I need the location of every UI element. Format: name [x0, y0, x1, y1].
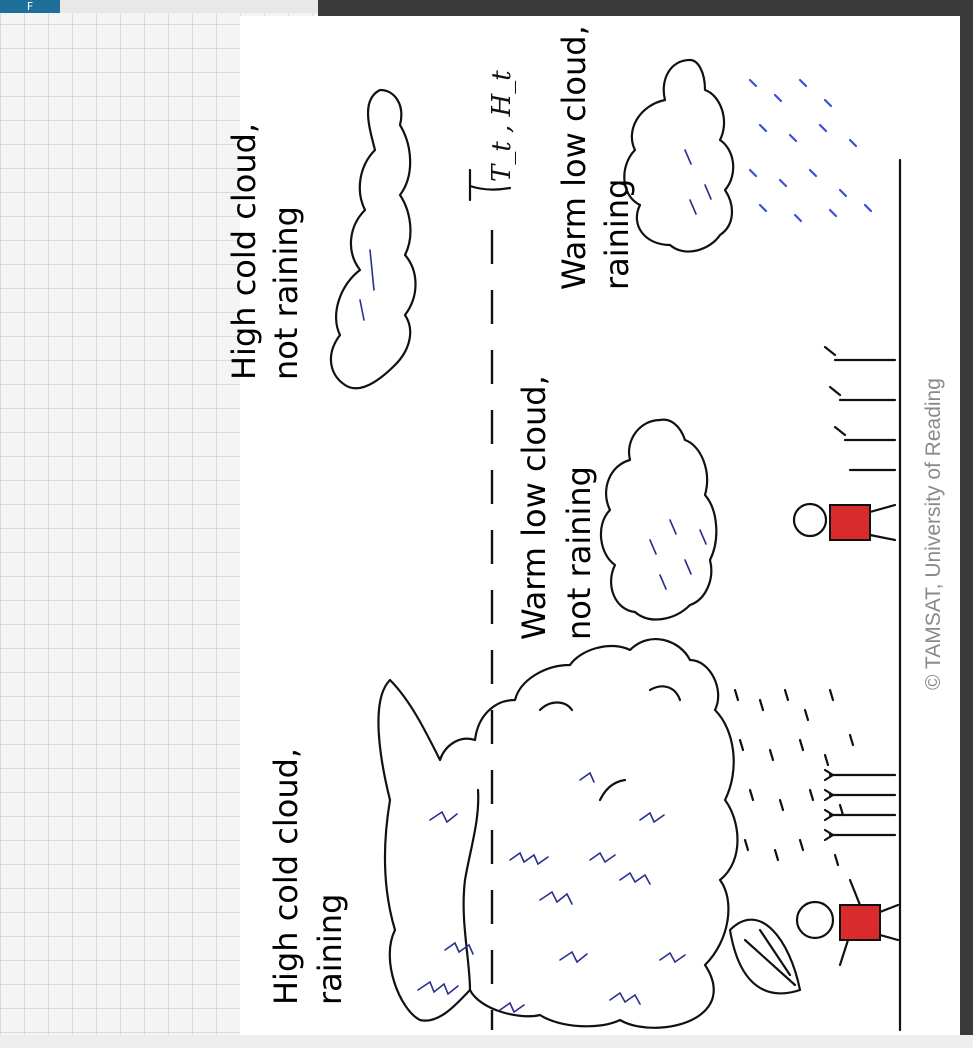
threshold-label: T_t , H_t — [468, 70, 517, 202]
palm-trees-rain — [823, 768, 897, 842]
heavy-rain — [733, 688, 855, 867]
label-high-cold-raining-line2: raining — [311, 894, 349, 1005]
bottom-strip — [0, 1035, 973, 1048]
cumulonimbus-hatching — [417, 771, 686, 1014]
top-dark-bar — [318, 0, 973, 16]
label-warm-low-raining-line1: Warm low cloud, — [555, 25, 593, 290]
dry-ground-scene — [792, 345, 897, 542]
light-rain — [748, 78, 873, 223]
label-warm-low-not-raining-line1: Warm low cloud, — [515, 375, 553, 640]
tab-strip — [60, 0, 318, 13]
warm-low-cloud-dry — [599, 418, 718, 621]
copyright-credit: © TAMSAT, University of Reading — [922, 378, 945, 690]
threshold-text: T_t , H_t — [487, 70, 517, 182]
label-warm-low-raining-line2: raining — [598, 179, 636, 290]
label-high-cold-not-raining-line1: High cold cloud, — [225, 123, 263, 380]
cumulonimbus-cloud — [377, 638, 739, 1029]
warm-low-cloud-raining — [623, 58, 735, 253]
right-dark-bar — [960, 0, 973, 1035]
cirrus-anvil-cloud — [329, 88, 417, 390]
corner-tab[interactable]: F — [0, 0, 60, 13]
label-high-cold-not-raining-line2: not raining — [267, 206, 305, 380]
person-with-umbrella — [728, 878, 900, 995]
label-high-cold-raining-line1: High cold cloud, — [267, 748, 305, 1005]
label-warm-low-not-raining-line2: not raining — [560, 466, 598, 640]
